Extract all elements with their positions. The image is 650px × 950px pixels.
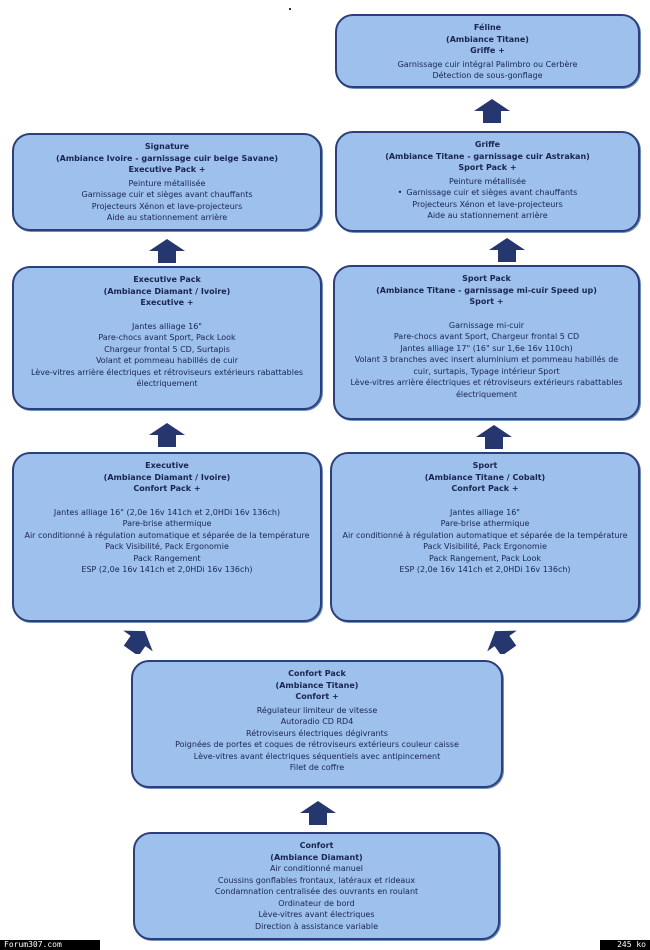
feature: Poignées de portes et coques de rétrovis…	[175, 740, 459, 749]
feature: Lève-vitres arrière électriques et rétro…	[30, 367, 304, 389]
feature: Détection de sous-gonflage	[432, 71, 543, 80]
arrow-up-icon	[487, 237, 527, 263]
box-pack: Griffe +	[470, 46, 505, 55]
feature: Pare-brise athermique	[122, 519, 212, 528]
footer-size-label: 245 ko	[600, 940, 650, 950]
feature: Air conditionné manuel	[269, 864, 364, 873]
feature: Rétroviseurs électriques dégivrants	[246, 728, 388, 738]
box-signature: Signature (Ambiance Ivoire - garnissage …	[12, 133, 322, 231]
box-title: Sport Pack	[462, 274, 511, 283]
box-pack: Executive +	[140, 298, 194, 307]
box-subtitle: (Ambiance Diamant / Ivoire)	[103, 286, 231, 296]
feature: Condamnation centralisée des ouvrants en…	[214, 887, 419, 896]
box-title: Executive	[145, 461, 189, 470]
stray-dot	[289, 8, 291, 10]
feature: Lève-vitres avant électriques	[258, 910, 375, 919]
feature: Aide au stationnement arrière	[106, 213, 228, 222]
feature: Pack Visibilité, Pack Ergonomie	[423, 542, 547, 551]
box-griffe: Griffe (Ambiance Titane - garnissage cui…	[335, 131, 640, 232]
box-confort: Confort (Ambiance Diamant) Air condition…	[133, 832, 500, 940]
feature: Jantes alliage 16" (2,0e 16v 141ch et 2,…	[53, 507, 281, 517]
box-title: Confort Pack	[288, 669, 346, 678]
box-pack: Sport +	[469, 297, 504, 306]
feature: Aide au stationnement arrière	[427, 211, 548, 220]
arrow-up-icon	[147, 238, 187, 264]
box-subtitle: (Ambiance Ivoire - garnissage cuir beige…	[55, 153, 279, 163]
arrow-up-icon	[298, 800, 338, 826]
feature: Régulateur limiteur de vitesse	[256, 705, 378, 715]
footer-site-label: Forum307.com	[0, 940, 100, 950]
feature: ESP (2,0e 16v 141ch et 2,0HDi 16v 136ch)	[399, 565, 571, 574]
box-pack: Confort Pack +	[451, 484, 519, 493]
feature: Peinture métallisée	[128, 178, 206, 188]
arrow-up-icon	[472, 98, 512, 124]
box-title: Féline	[473, 23, 502, 32]
feature: Air conditionné à régulation automatique…	[342, 530, 628, 540]
feature: Jantes alliage 16"	[132, 321, 202, 331]
box-subtitle: (Ambiance Titane)	[446, 34, 529, 44]
feature: Filet de coffre	[289, 763, 345, 772]
feature: Autoradio CD RD4	[280, 717, 354, 726]
arrow-up-left-icon	[482, 628, 522, 654]
box-executive-pack: Executive Pack (Ambiance Diamant / Ivoir…	[12, 266, 322, 410]
box-title: Signature	[144, 142, 190, 151]
box-title: Griffe	[474, 140, 501, 149]
feature: Pare-chocs avant Sport, Chargeur frontal…	[393, 332, 580, 341]
feature: Air conditionné à régulation automatique…	[24, 530, 310, 540]
feature: Volant et pommeau habillés de cuir	[95, 356, 239, 365]
feature: Coussins gonflables frontaux, latéraux e…	[217, 875, 416, 885]
feature: Direction à assistance variable	[254, 921, 378, 931]
box-subtitle: (Ambiance Titane / Cobalt)	[424, 472, 546, 482]
feature: Garnissage cuir et sièges avant chauffan…	[347, 187, 628, 199]
box-pack: Executive Pack +	[128, 165, 206, 174]
box-feline: Féline (Ambiance Titane) Griffe + Garnis…	[335, 14, 640, 88]
feature: Ordinateur de bord	[278, 898, 355, 908]
feature: Peinture métallisée	[449, 176, 526, 186]
box-title: Confort	[299, 841, 334, 850]
box-pack: Confort Pack +	[133, 484, 201, 493]
feature: Pack Rangement	[133, 553, 201, 563]
box-sport-pack: Sport Pack (Ambiance Titane - garnissage…	[333, 265, 640, 420]
box-pack: Sport Pack +	[458, 163, 517, 172]
arrow-up-icon	[147, 422, 187, 448]
feature: Jantes alliage 16"	[450, 507, 520, 517]
feature: Pare-brise athermique	[440, 519, 530, 528]
arrow-up-right-icon	[118, 628, 158, 654]
box-subtitle: (Ambiance Diamant)	[270, 852, 363, 862]
feature: ESP (2,0e 16v 141ch et 2,0HDi 16v 136ch)	[81, 565, 253, 574]
arrow-up-icon	[474, 424, 514, 450]
box-sport: Sport (Ambiance Titane / Cobalt) Confort…	[330, 452, 640, 622]
feature: Lève-vitres avant électriques séquentiel…	[193, 751, 441, 761]
feature: Pare-chocs avant Sport, Pack Look	[98, 333, 236, 342]
box-subtitle: (Ambiance Titane - garnissage mi-cuir Sp…	[376, 285, 597, 295]
box-confort-pack: Confort Pack (Ambiance Titane) Confort +…	[131, 660, 503, 788]
box-subtitle: (Ambiance Diamant / Ivoire)	[103, 472, 231, 482]
feature: Garnissage mi-cuir	[448, 320, 525, 330]
feature: Projecteurs Xénon et lave-projecteurs	[412, 199, 563, 209]
box-subtitle: (Ambiance Titane)	[275, 680, 359, 690]
feature: Lève-vitres arrière électriques et rétro…	[350, 378, 623, 399]
feature: Pack Rangement, Pack Look	[429, 553, 541, 563]
feature: Chargeur frontal 5 CD, Surtapis	[104, 344, 230, 354]
box-title: Sport	[472, 461, 498, 470]
feature: Projecteurs Xénon et lave-projecteurs	[91, 201, 243, 211]
box-pack: Confort +	[295, 692, 339, 701]
feature: Volant 3 branches avec insert aluminium …	[354, 355, 619, 376]
feature: Pack Visibilité, Pack Ergonomie	[105, 542, 229, 551]
box-title: Executive Pack	[133, 275, 201, 284]
box-subtitle: (Ambiance Titane - garnissage cuir Astra…	[385, 151, 590, 161]
feature: Garnissage cuir intégral Palimbro ou Cer…	[397, 59, 578, 69]
feature: Jantes alliage 17" (16" sur 1,6e 16v 110…	[400, 343, 573, 353]
feature: Garnissage cuir et sièges avant chauffan…	[81, 190, 253, 199]
box-executive: Executive (Ambiance Diamant / Ivoire) Co…	[12, 452, 322, 622]
